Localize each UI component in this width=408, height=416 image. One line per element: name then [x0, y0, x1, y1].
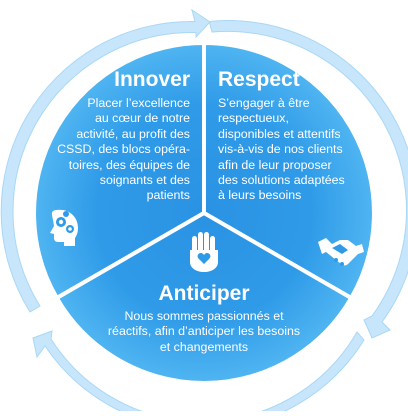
- handshake-icon: [318, 238, 364, 266]
- title-innover: Innover: [114, 68, 190, 91]
- text-respect: S’engager à être respectueux, disponible…: [218, 96, 378, 204]
- segment-anticiper: [54, 210, 354, 385]
- text-line: CSSD, des blocs opéra-: [57, 142, 190, 157]
- text-line: respectueux,: [218, 111, 289, 126]
- text-innover: Placer l’excellence au cœur de notre act…: [36, 96, 190, 204]
- text-anticiper: Nous sommes passionnés et réactifs, afin…: [94, 309, 314, 355]
- text-line: soignants et des: [99, 173, 190, 188]
- title-anticiper: Anticiper: [158, 282, 250, 305]
- arrow-innover-to-respect: [208, 20, 408, 339]
- text-line: réactifs, afin d’anticiper les besoins: [107, 324, 301, 339]
- text-line: disponibles et attentifs: [218, 126, 341, 141]
- title-respect: Respect: [218, 68, 300, 91]
- segment-respect: [202, 40, 376, 301]
- cycle-arrows: [0, 8, 408, 416]
- text-line: activité, au profit des: [76, 126, 190, 141]
- text-line: des solutions adaptées: [218, 173, 345, 188]
- text-line: vis-à-vis de nos clients: [218, 142, 343, 157]
- text-line: à leurs besoins: [218, 188, 302, 203]
- text-line: toires, des équipes de: [68, 157, 190, 172]
- text-line: Nous sommes passionnés et: [124, 309, 284, 323]
- text-line: S’engager à être: [218, 96, 310, 110]
- head-gears-icon: [50, 209, 78, 246]
- arrow-respect-to-anticiper: [32, 330, 365, 416]
- text-line: afin de leur proposer: [218, 157, 332, 172]
- text-line: patients: [146, 188, 190, 203]
- text-line: Placer l’excellence: [87, 96, 190, 110]
- text-line: et changements: [159, 339, 249, 354]
- text-line: au cœur de notre: [94, 111, 190, 126]
- hand-heart-icon: [190, 232, 218, 272]
- arrow-anticiper-to-innover: [0, 8, 211, 313]
